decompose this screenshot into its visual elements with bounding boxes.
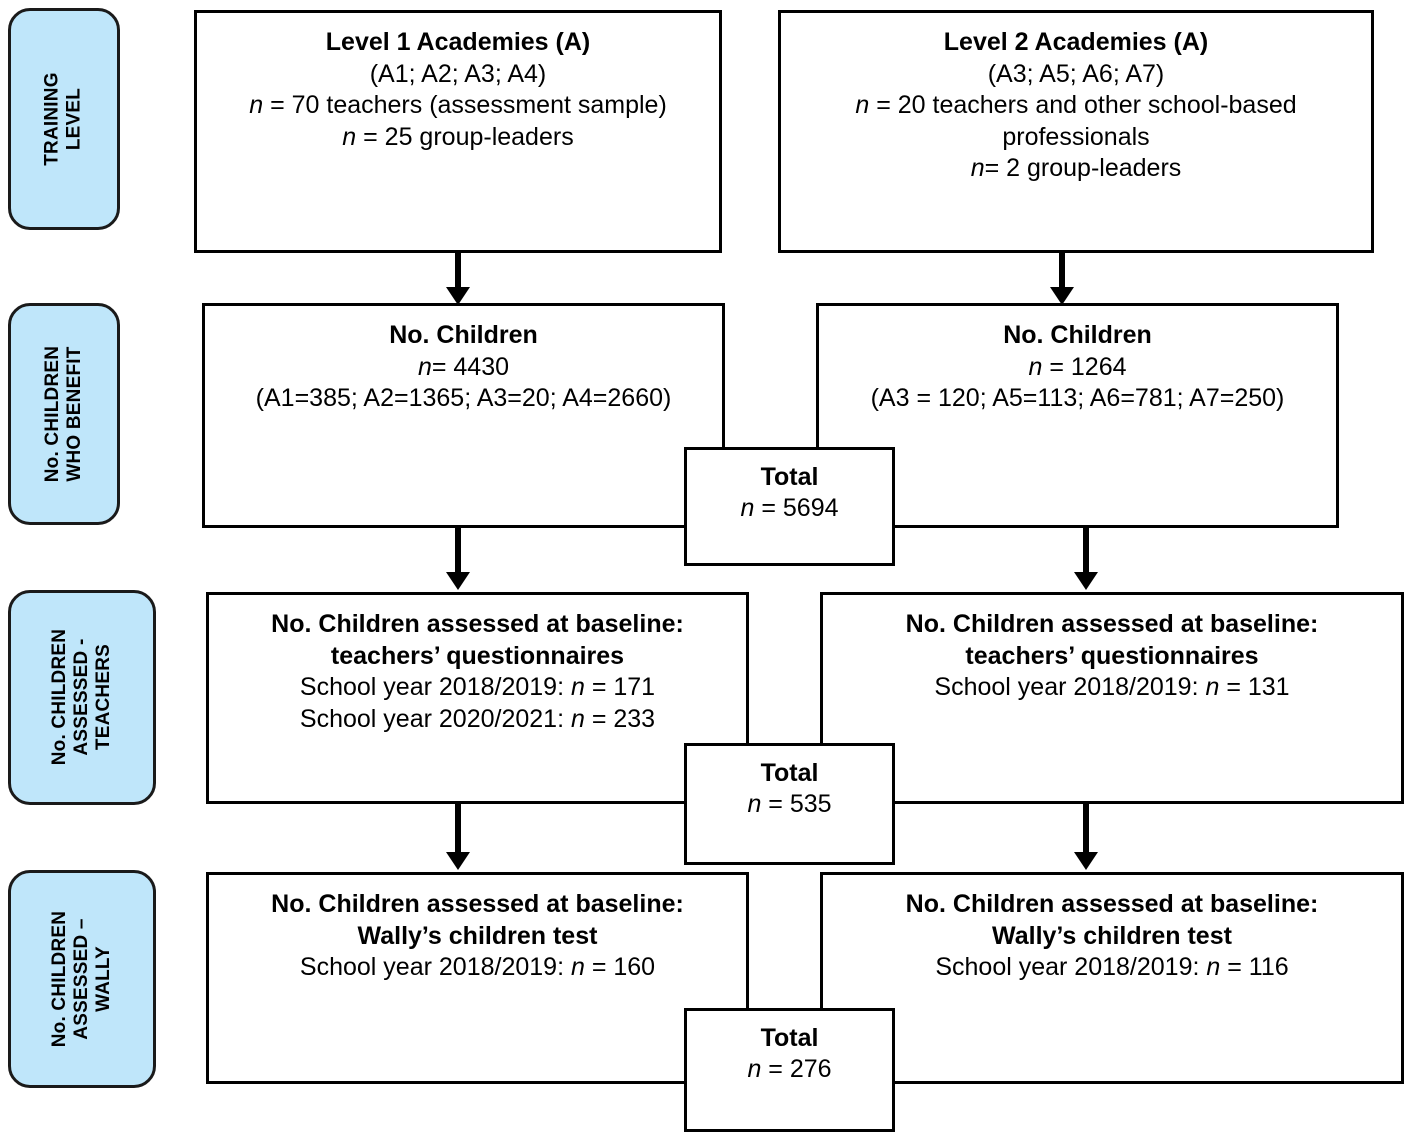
box-children-right-title: No. Children bbox=[1003, 321, 1152, 349]
box-level-1-line-1: (A1; A2; A3; A4) bbox=[369, 59, 547, 88]
total-box-wally: Total n = 276 bbox=[684, 1008, 895, 1132]
box-level-2-line-3: professionals bbox=[1002, 122, 1150, 151]
total-box-teachers: Total n = 535 bbox=[684, 743, 895, 865]
box-teachers-right-line-1: School year 2018/2019: n = 131 bbox=[823, 672, 1401, 704]
box-level-1-line-2: n = 70 teachers (assessment sample) bbox=[197, 90, 719, 122]
n-symbol: n bbox=[970, 154, 985, 182]
n-symbol: n bbox=[570, 953, 585, 981]
box-teachers-left-line-2-b: = 233 bbox=[584, 704, 656, 733]
n-symbol: n bbox=[570, 704, 585, 733]
box-level-2-academies: Level 2 Academies (A) (A3; A5; A6; A7) n… bbox=[778, 10, 1374, 253]
box-teachers-left-title-line-2: teachers’ questionnaires bbox=[330, 641, 625, 670]
box-teachers-left-line-1-b: = 171 bbox=[584, 673, 656, 701]
box-children-left-line-2: (A1=385; A2=1365; A3=20; A4=2660) bbox=[255, 384, 672, 412]
box-level-1-line-3-rest: = 25 group-leaders bbox=[356, 122, 574, 151]
box-assessed-wally-left: No. Children assessed at baseline: Wally… bbox=[206, 872, 749, 1084]
total-box-children: Total n = 5694 bbox=[684, 447, 895, 566]
arrow-children-right-to-teachers bbox=[1074, 528, 1098, 590]
box-level-2-line-2-rest: = 20 teachers and other school-based bbox=[869, 91, 1297, 119]
box-teachers-right-title-line-1: No. Children assessed at baseline: bbox=[905, 610, 1319, 638]
box-children-benefit-right: No. Children n = 1264 (A3 = 120; A5=113;… bbox=[816, 303, 1339, 528]
box-level-2-line-1: (A3; A5; A6; A7) bbox=[987, 59, 1165, 88]
arrow-children-left-to-teachers bbox=[446, 528, 470, 590]
box-level-1-line-2-rest: = 70 teachers (assessment sample) bbox=[263, 91, 667, 119]
box-wally-left-line-1-a: School year 2018/2019: bbox=[299, 953, 571, 981]
box-wally-right-line-1-b: = 116 bbox=[1220, 953, 1289, 981]
total-children-value: n = 5694 bbox=[687, 493, 892, 524]
n-symbol: n bbox=[740, 494, 755, 523]
n-symbol: n bbox=[855, 91, 870, 119]
box-level-2-line-2: n = 20 teachers and other school-based bbox=[781, 90, 1371, 122]
n-symbol: n bbox=[417, 352, 432, 381]
box-children-right-line-1-rest: = 1264 bbox=[1042, 352, 1127, 381]
n-symbol: n bbox=[249, 91, 264, 119]
arrow-level-2-to-children bbox=[1050, 253, 1074, 305]
box-level-2-line-4: n= 2 group-leaders bbox=[781, 153, 1371, 185]
box-wally-left-line-1: School year 2018/2019: n = 160 bbox=[209, 952, 746, 984]
n-symbol: n bbox=[1206, 953, 1221, 981]
box-children-left-title: No. Children bbox=[389, 321, 538, 349]
total-wally-label: Total bbox=[760, 1024, 819, 1052]
box-assessed-teachers-right: No. Children assessed at baseline: teach… bbox=[820, 592, 1404, 804]
box-wally-right-line-1-a: School year 2018/2019: bbox=[935, 953, 1207, 981]
box-wally-left-title-line-2: Wally’s children test bbox=[357, 921, 598, 950]
n-symbol: n bbox=[1028, 352, 1043, 381]
n-symbol: n bbox=[570, 673, 585, 701]
box-level-2-line-4-rest: = 2 group-leaders bbox=[984, 154, 1182, 182]
box-children-benefit-left: No. Children n= 4430 (A1=385; A2=1365; A… bbox=[202, 303, 725, 528]
total-teachers-value-rest: = 535 bbox=[761, 790, 832, 819]
box-teachers-right-line-1-a: School year 2018/2019: bbox=[934, 673, 1206, 701]
box-teachers-left-title-line-1: No. Children assessed at baseline: bbox=[271, 610, 684, 638]
box-assessed-wally-right: No. Children assessed at baseline: Wally… bbox=[820, 872, 1404, 1084]
arrow-level-1-to-children bbox=[446, 253, 470, 305]
total-teachers-label: Total bbox=[760, 759, 819, 787]
box-teachers-right-line-1-b: = 131 bbox=[1219, 673, 1290, 701]
box-teachers-left-line-2-a: School year 2020/2021: bbox=[299, 704, 571, 733]
box-children-right-line-2: (A3 = 120; A5=113; A6=781; A7=250) bbox=[870, 384, 1285, 412]
box-wally-right-title-line-2: Wally’s children test bbox=[992, 921, 1232, 950]
n-symbol: n bbox=[747, 1055, 762, 1084]
box-teachers-right-title-line-2: teachers’ questionnaires bbox=[965, 641, 1259, 670]
n-symbol: n bbox=[747, 790, 762, 819]
box-children-right-line-1: n = 1264 bbox=[819, 352, 1336, 384]
n-symbol: n bbox=[1205, 673, 1220, 701]
box-level-1-line-3: n = 25 group-leaders bbox=[197, 122, 719, 154]
box-teachers-left-line-1-a: School year 2018/2019: bbox=[299, 673, 571, 701]
box-wally-left-title-line-1: No. Children assessed at baseline: bbox=[271, 890, 684, 918]
n-symbol: n bbox=[342, 122, 357, 151]
box-level-1-academies: Level 1 Academies (A) (A1; A2; A3; A4) n… bbox=[194, 10, 722, 253]
box-wally-right-title-line-1: No. Children assessed at baseline: bbox=[905, 890, 1319, 918]
box-level-2-title: Level 2 Academies (A) bbox=[943, 28, 1209, 56]
arrow-teachers-left-to-wally bbox=[446, 804, 470, 870]
total-wally-value: n = 276 bbox=[687, 1054, 892, 1085]
arrow-teachers-right-to-wally bbox=[1074, 804, 1098, 870]
total-children-value-rest: = 5694 bbox=[754, 494, 839, 523]
total-teachers-value: n = 535 bbox=[687, 789, 892, 820]
total-children-label: Total bbox=[760, 463, 819, 491]
box-teachers-left-line-1: School year 2018/2019: n = 171 bbox=[209, 672, 746, 704]
box-children-left-line-1-rest: = 4430 bbox=[431, 352, 510, 381]
box-level-1-title: Level 1 Academies (A) bbox=[325, 28, 591, 56]
total-wally-value-rest: = 276 bbox=[761, 1055, 832, 1084]
box-children-left-line-1: n= 4430 bbox=[205, 352, 722, 384]
box-teachers-left-line-2: School year 2020/2021: n = 233 bbox=[209, 704, 746, 736]
box-wally-right-line-1: School year 2018/2019: n = 116 bbox=[823, 952, 1401, 984]
box-assessed-teachers-left: No. Children assessed at baseline: teach… bbox=[206, 592, 749, 804]
box-wally-left-line-1-b: = 160 bbox=[584, 953, 656, 981]
